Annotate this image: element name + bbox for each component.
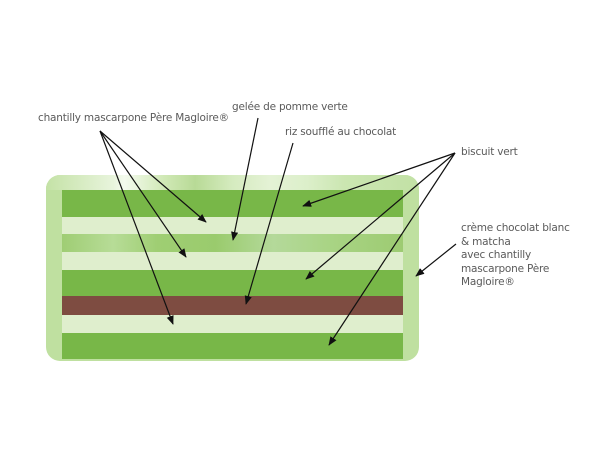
arrow-chantilly-1 — [99, 130, 207, 223]
label-biscuit: biscuit vert — [461, 146, 518, 158]
label-creme-line: mascarpone Père — [461, 262, 550, 275]
layer-chantilly-3 — [62, 315, 403, 333]
arrow-creme — [415, 243, 457, 277]
layer-chantilly-1 — [62, 217, 403, 234]
layer-biscuit-middle — [62, 270, 403, 296]
arrow-chantilly-3 — [99, 130, 174, 325]
label-gelee: gelée de pomme verte — [232, 101, 348, 113]
arrow-chantilly-2 — [99, 130, 187, 258]
label-chantilly: chantilly mascarpone Père Magloire® — [38, 112, 229, 124]
layer-biscuit-top — [62, 190, 403, 217]
arrow-biscuit-1 — [302, 152, 456, 207]
label-creme-line: & matcha — [461, 235, 511, 248]
layer-gelee — [62, 234, 403, 252]
outer-coating-top — [46, 175, 419, 190]
label-creme-line: avec chantilly — [461, 249, 532, 261]
arrow-riz — [244, 142, 294, 305]
label-creme: crème chocolat blanc & matcha avec chant… — [461, 222, 591, 290]
arrow-biscuit-2 — [305, 152, 456, 280]
arrow-biscuit-3 — [328, 152, 456, 346]
label-riz-souffle: riz soufflé au chocolat — [285, 126, 397, 138]
label-creme-line: Magloire® — [461, 276, 515, 288]
layer-riz-souffle — [62, 296, 403, 315]
label-creme-line: crème chocolat blanc — [461, 222, 570, 234]
layer-biscuit-bottom — [62, 333, 403, 359]
arrow-gelee — [231, 117, 259, 241]
